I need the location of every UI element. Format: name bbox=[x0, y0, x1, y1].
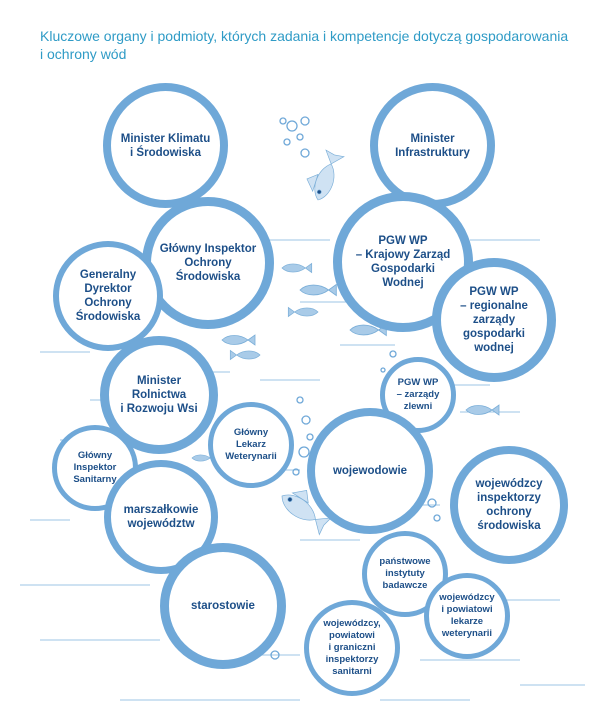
fish-icon bbox=[221, 334, 256, 346]
node-label: wojewódzcy, powiatowi i graniczni inspek… bbox=[323, 618, 381, 677]
air-bubble bbox=[300, 116, 310, 126]
node-label: Minister Rolnictwa i Rozwoju Wsi bbox=[120, 375, 198, 415]
fish-icon bbox=[281, 262, 313, 274]
air-bubble bbox=[389, 350, 397, 358]
node-label: państwowe instytuty badawcze bbox=[379, 556, 431, 591]
node-minister-infrastruktury: Minister Infrastruktury bbox=[370, 83, 495, 208]
air-bubble bbox=[296, 396, 304, 404]
fish-icon bbox=[281, 490, 332, 536]
node-marszalkowie: marszałkowie województw bbox=[104, 460, 218, 574]
node-label: Główny Inspektor Sanitarny bbox=[73, 450, 117, 485]
air-bubble bbox=[298, 446, 310, 458]
node-label: Minister Klimatu i Środowiska bbox=[120, 132, 211, 159]
node-inspektorzy-sanitarni: wojewódzcy, powiatowi i graniczni inspek… bbox=[304, 600, 400, 696]
node-glowny-lekarz-weterynarii: Główny Lekarz Weterynarii bbox=[208, 402, 294, 488]
node-label: starostowie bbox=[191, 600, 255, 612]
node-label: PGW WP – Krajowy Zarząd Gospodarki Wodne… bbox=[355, 235, 451, 289]
fish-icon bbox=[229, 349, 261, 361]
air-bubble bbox=[292, 468, 300, 476]
node-glowny-inspektor-ochrony-srodowiska: Główny Inspektor Ochrony Środowiska bbox=[142, 197, 274, 329]
air-bubble bbox=[300, 148, 310, 158]
node-label: Główny Inspektor Ochrony Środowiska bbox=[159, 243, 257, 283]
node-pgw-zarzady-zlewni: PGW WP – zarządy zlewni bbox=[380, 357, 456, 433]
air-bubble bbox=[427, 498, 437, 508]
node-label: Generalny Dyrektor Ochrony Środowiska bbox=[75, 269, 141, 323]
air-bubble bbox=[380, 367, 386, 373]
node-panstwowe-instytuty: państwowe instytuty badawcze bbox=[362, 531, 448, 617]
air-bubble bbox=[301, 415, 311, 425]
node-label: wojewódzcy inspektorzy ochrony środowisk… bbox=[475, 478, 543, 532]
air-bubble bbox=[296, 133, 304, 141]
node-pgw-regionalne-zarzady: PGW WP – regionalne zarządy gospodarki w… bbox=[432, 258, 556, 382]
node-lekarze-weterynarii: wojewódzcy i powiatowi lekarze weterynar… bbox=[424, 573, 510, 659]
fish-icon bbox=[465, 404, 500, 416]
air-bubble bbox=[283, 138, 291, 146]
fish-icon bbox=[306, 149, 345, 201]
node-starostowie: starostowie bbox=[160, 543, 286, 669]
node-label: Główny Lekarz Weterynarii bbox=[225, 427, 277, 462]
node-label: PGW WP – zarządy zlewni bbox=[396, 377, 440, 412]
air-bubble bbox=[286, 120, 298, 132]
node-label: PGW WP – regionalne zarządy gospodarki w… bbox=[460, 286, 528, 354]
node-generalny-dyrektor: Generalny Dyrektor Ochrony Środowiska bbox=[53, 241, 163, 351]
air-bubble bbox=[279, 117, 287, 125]
air-bubble bbox=[270, 650, 280, 660]
diagram-title: Kluczowe organy i podmioty, których zada… bbox=[40, 28, 569, 62]
air-bubble bbox=[433, 514, 441, 522]
node-label: wojewodowie bbox=[332, 465, 408, 477]
node-wojewodowie: wojewodowie bbox=[307, 408, 433, 534]
fish-icon bbox=[299, 283, 337, 297]
air-bubble bbox=[306, 433, 314, 441]
node-minister-klimatu: Minister Klimatu i Środowiska bbox=[103, 83, 228, 208]
fish-icon bbox=[287, 306, 319, 318]
node-label: Minister Infrastruktury bbox=[395, 132, 470, 159]
node-label: marszałkowie województw bbox=[123, 504, 199, 530]
node-label: wojewódzcy i powiatowi lekarze weterynar… bbox=[439, 592, 495, 639]
node-wojewodzcy-inspektorzy: wojewódzcy inspektorzy ochrony środowisk… bbox=[450, 446, 568, 564]
